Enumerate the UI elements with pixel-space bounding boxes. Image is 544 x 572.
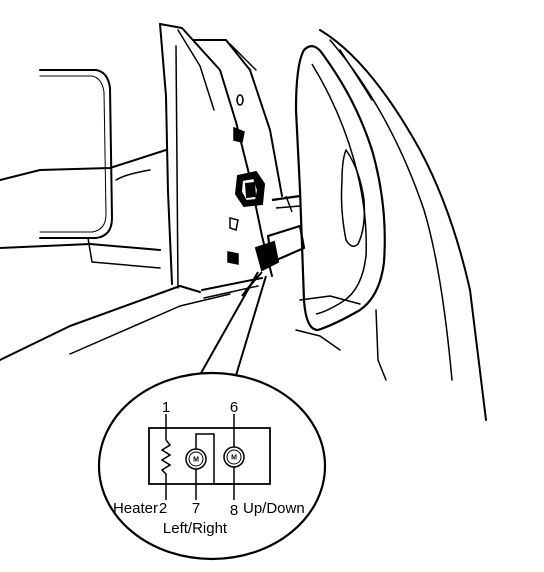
pin-7-label: 7	[192, 500, 200, 517]
pin-6-label: 6	[230, 399, 238, 416]
motor-up-down-symbol: M	[231, 455, 237, 462]
window-glass	[39, 69, 113, 239]
pin-1-label: 1	[162, 399, 170, 416]
up-down-label: Up/Down	[243, 500, 305, 517]
pin-8-label: 8	[230, 502, 238, 519]
heater-label: Heater	[113, 500, 158, 517]
motor-left-right-symbol: M	[193, 457, 199, 464]
heater-element	[160, 439, 172, 500]
pin-2-label: 2	[159, 500, 167, 517]
circuit-callout: M M 1 6 2 7 8 Heater Left/Right Up/Down	[97, 371, 327, 561]
harness-plug	[241, 240, 280, 297]
mirror-shell	[294, 45, 386, 332]
a-pillar	[159, 23, 273, 277]
door-illustration	[0, 23, 487, 421]
connector-box	[148, 427, 271, 485]
mirror-connector	[234, 170, 266, 208]
side-mirror	[266, 45, 386, 332]
left-right-label: Left/Right	[163, 520, 228, 537]
mounting-holes	[227, 94, 245, 265]
callout-leader	[195, 271, 267, 383]
